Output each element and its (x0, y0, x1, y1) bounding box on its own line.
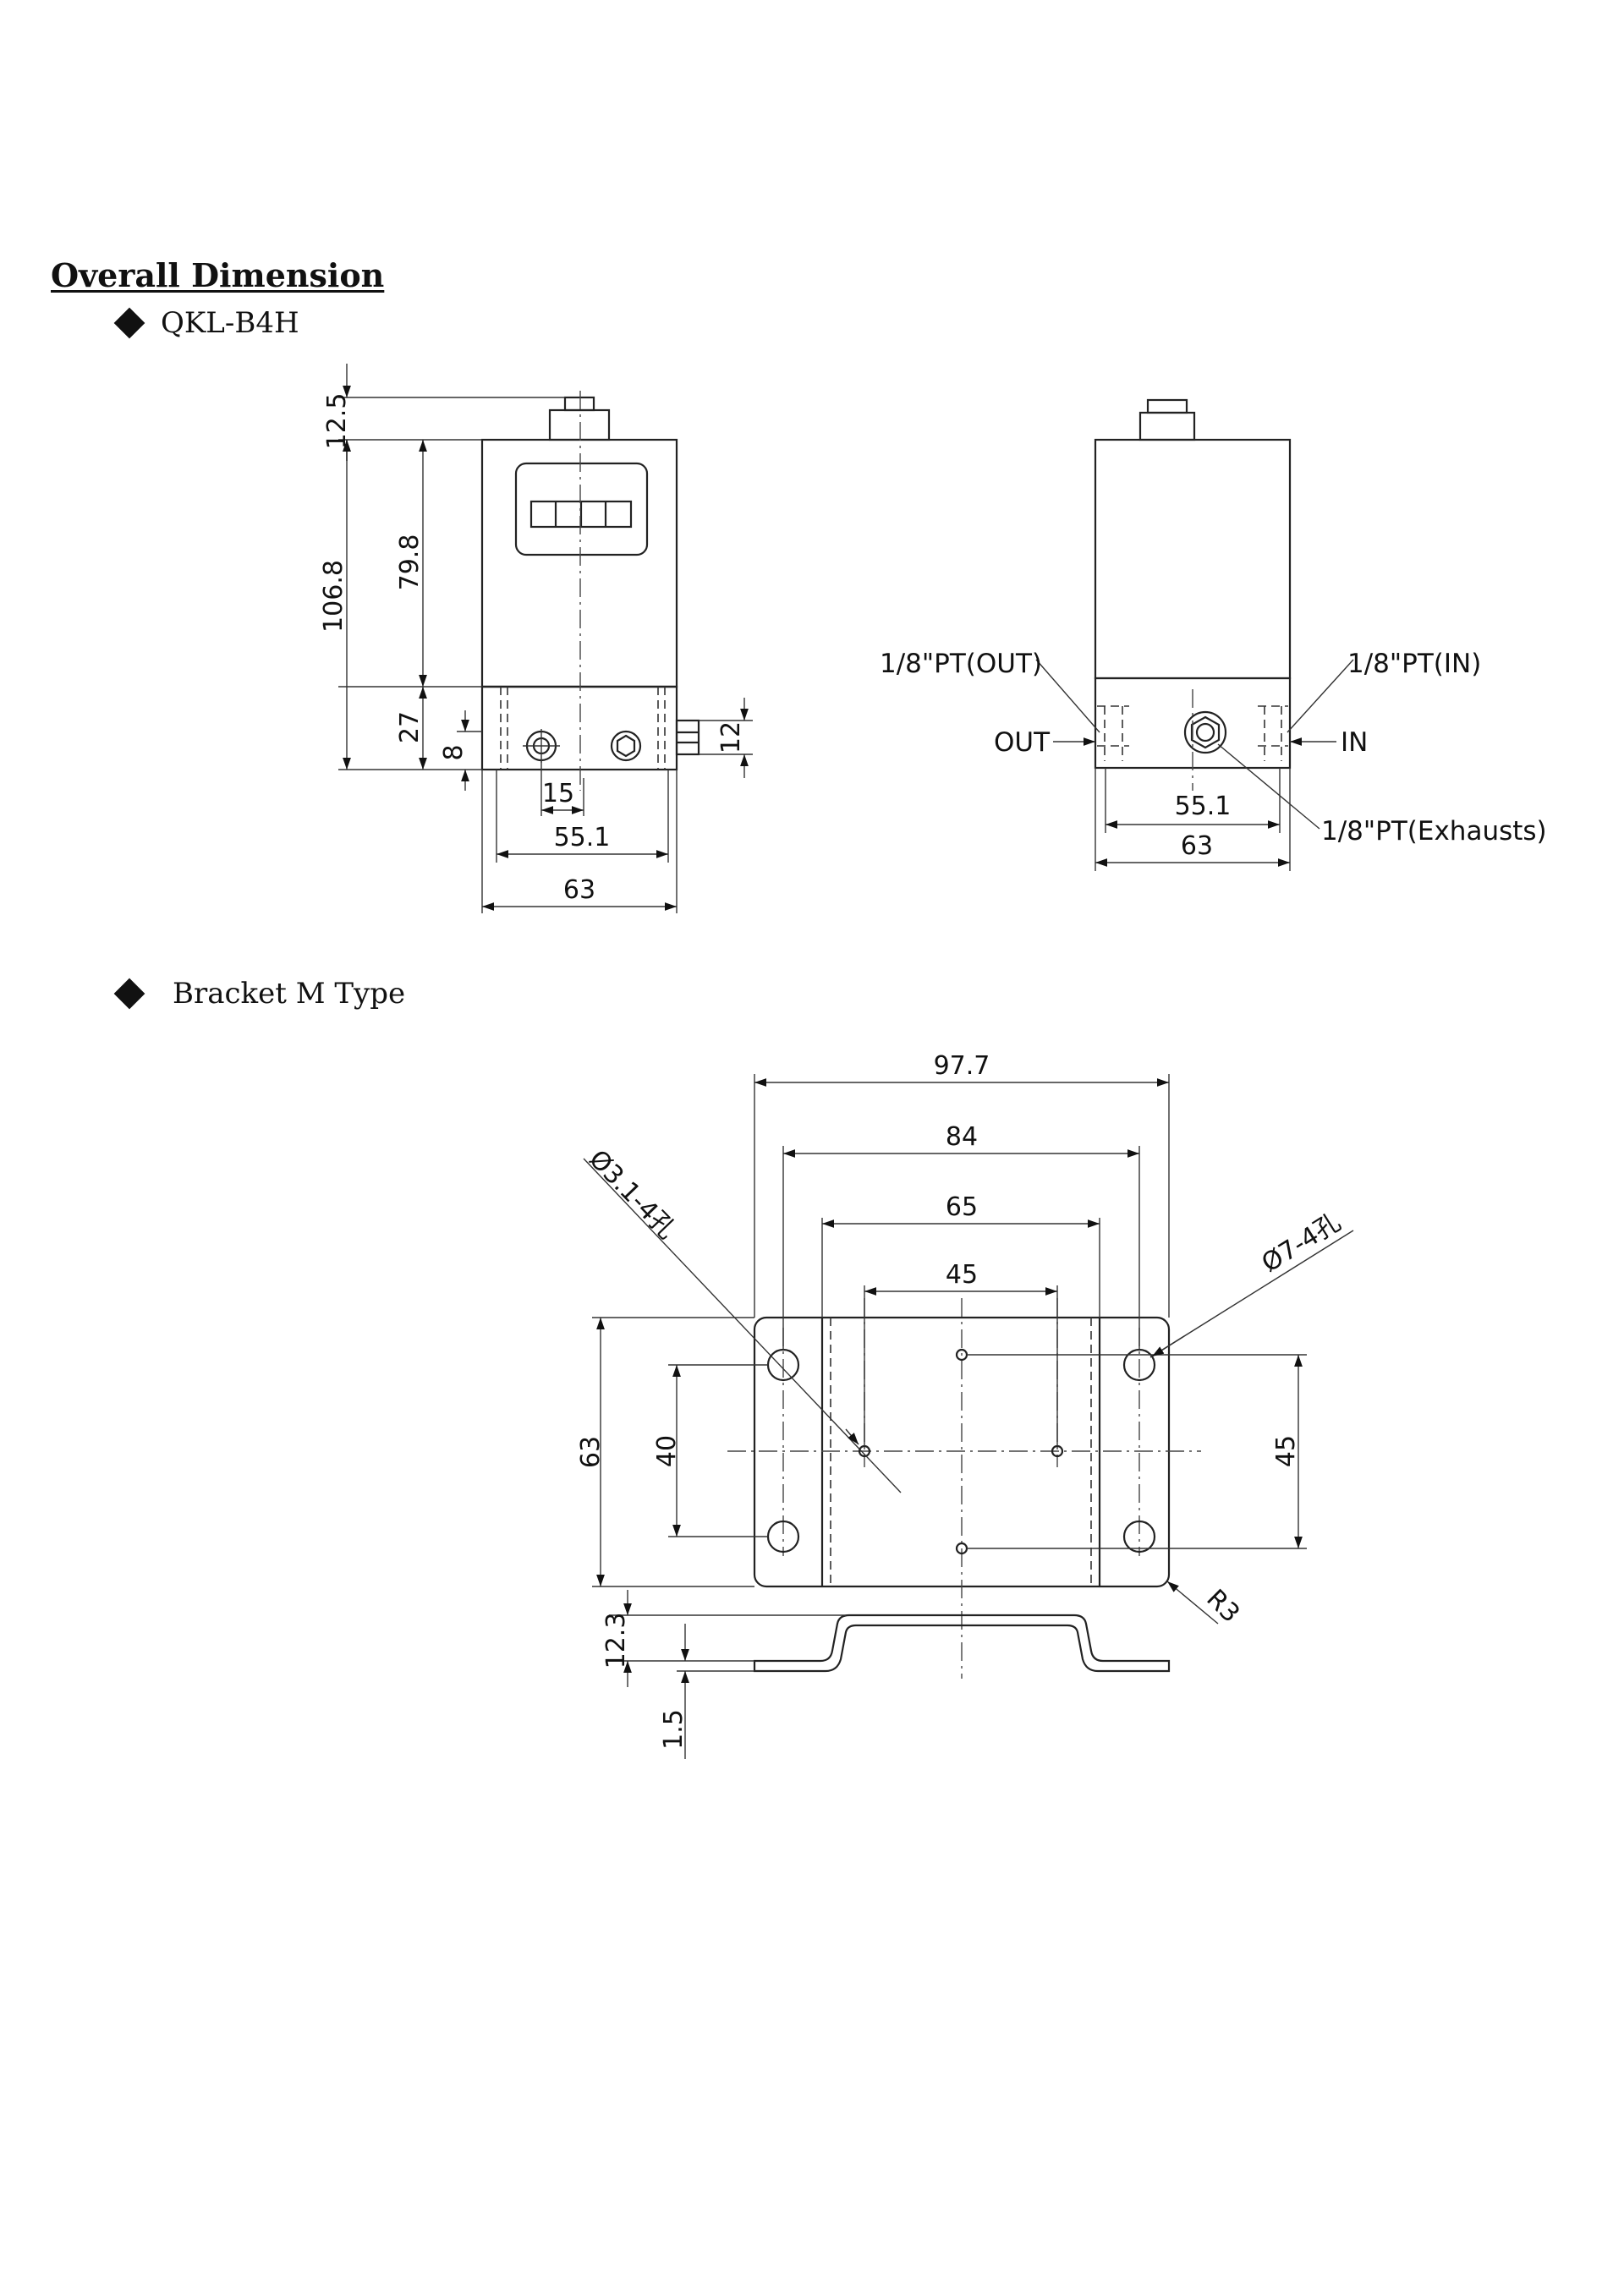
bracket-plate (753, 1316, 1171, 1588)
side-view: 1/8"PT(OUT) 1/8"PT(IN) OUT IN 1/8"PT(Exh… (880, 398, 1547, 871)
dim-bracket-65: 65 (946, 1192, 978, 1222)
section-title-qkl-text: QKL-B4H (161, 306, 299, 340)
front-base (480, 685, 678, 771)
side-body (1094, 438, 1292, 680)
bracket-profile (753, 1614, 1171, 1673)
dim-front-27: 27 (395, 711, 425, 743)
side-connector (1138, 411, 1196, 441)
dim-bracket-12-3: 12.3 (601, 1613, 631, 1669)
front-view: 12.5 106.8 79.8 27 8 12 15 55.1 63 (319, 364, 753, 913)
dim-front-55-1: 55.1 (554, 823, 611, 852)
bracket-large-hole-br (1122, 1520, 1156, 1553)
dim-bracket-97-7: 97.7 (934, 1051, 990, 1081)
dim-front-12: 12 (716, 721, 746, 753)
dim-bracket-45-v: 45 (1271, 1435, 1301, 1467)
dim-bracket-40: 40 (652, 1435, 682, 1467)
dim-front-8: 8 (439, 744, 469, 760)
display-window (514, 462, 649, 556)
front-connector (548, 408, 611, 441)
label-exhaust: 1/8"PT(Exhausts) (1321, 816, 1547, 847)
dim-front-79-8: 79.8 (395, 534, 425, 591)
dim-front-15: 15 (542, 779, 574, 808)
front-port-right (610, 730, 642, 762)
callout-small-holes: Ø3.1-4孔 (583, 1144, 681, 1245)
label-out: OUT (994, 727, 1051, 758)
dim-bracket-45-h: 45 (946, 1260, 978, 1290)
label-port-out: 1/8"PT(OUT) (880, 649, 1042, 679)
dim-front-106-8: 106.8 (319, 560, 348, 633)
page-title: Overall Dimension (51, 256, 385, 294)
side-connector-cap (1146, 398, 1188, 414)
section-title-bracket-text: Bracket M Type (173, 977, 406, 1011)
front-side-fitting (675, 719, 700, 756)
exhaust-port (1183, 710, 1227, 754)
callout-radius: R3 (1200, 1584, 1245, 1629)
dim-bracket-63: 63 (576, 1436, 606, 1468)
dim-front-63: 63 (563, 875, 595, 905)
section-title-qkl: QKL-B4H (113, 306, 299, 340)
bracket-view: 97.7 84 65 45 63 40 45 Ø3.1-4孔 Ø7-4孔 R3 (576, 1051, 1354, 1759)
dim-side-55-1: 55.1 (1175, 792, 1232, 821)
label-port-in: 1/8"PT(IN) (1347, 649, 1481, 679)
dim-bracket-1-5: 1.5 (659, 1709, 689, 1750)
section-title-bracket: Bracket M Type (113, 977, 406, 1011)
dim-front-12-5: 12.5 (322, 393, 352, 450)
label-in: IN (1341, 727, 1368, 758)
dim-side-63: 63 (1181, 831, 1213, 861)
dim-bracket-84: 84 (946, 1122, 978, 1152)
front-connector-cap (563, 396, 595, 412)
